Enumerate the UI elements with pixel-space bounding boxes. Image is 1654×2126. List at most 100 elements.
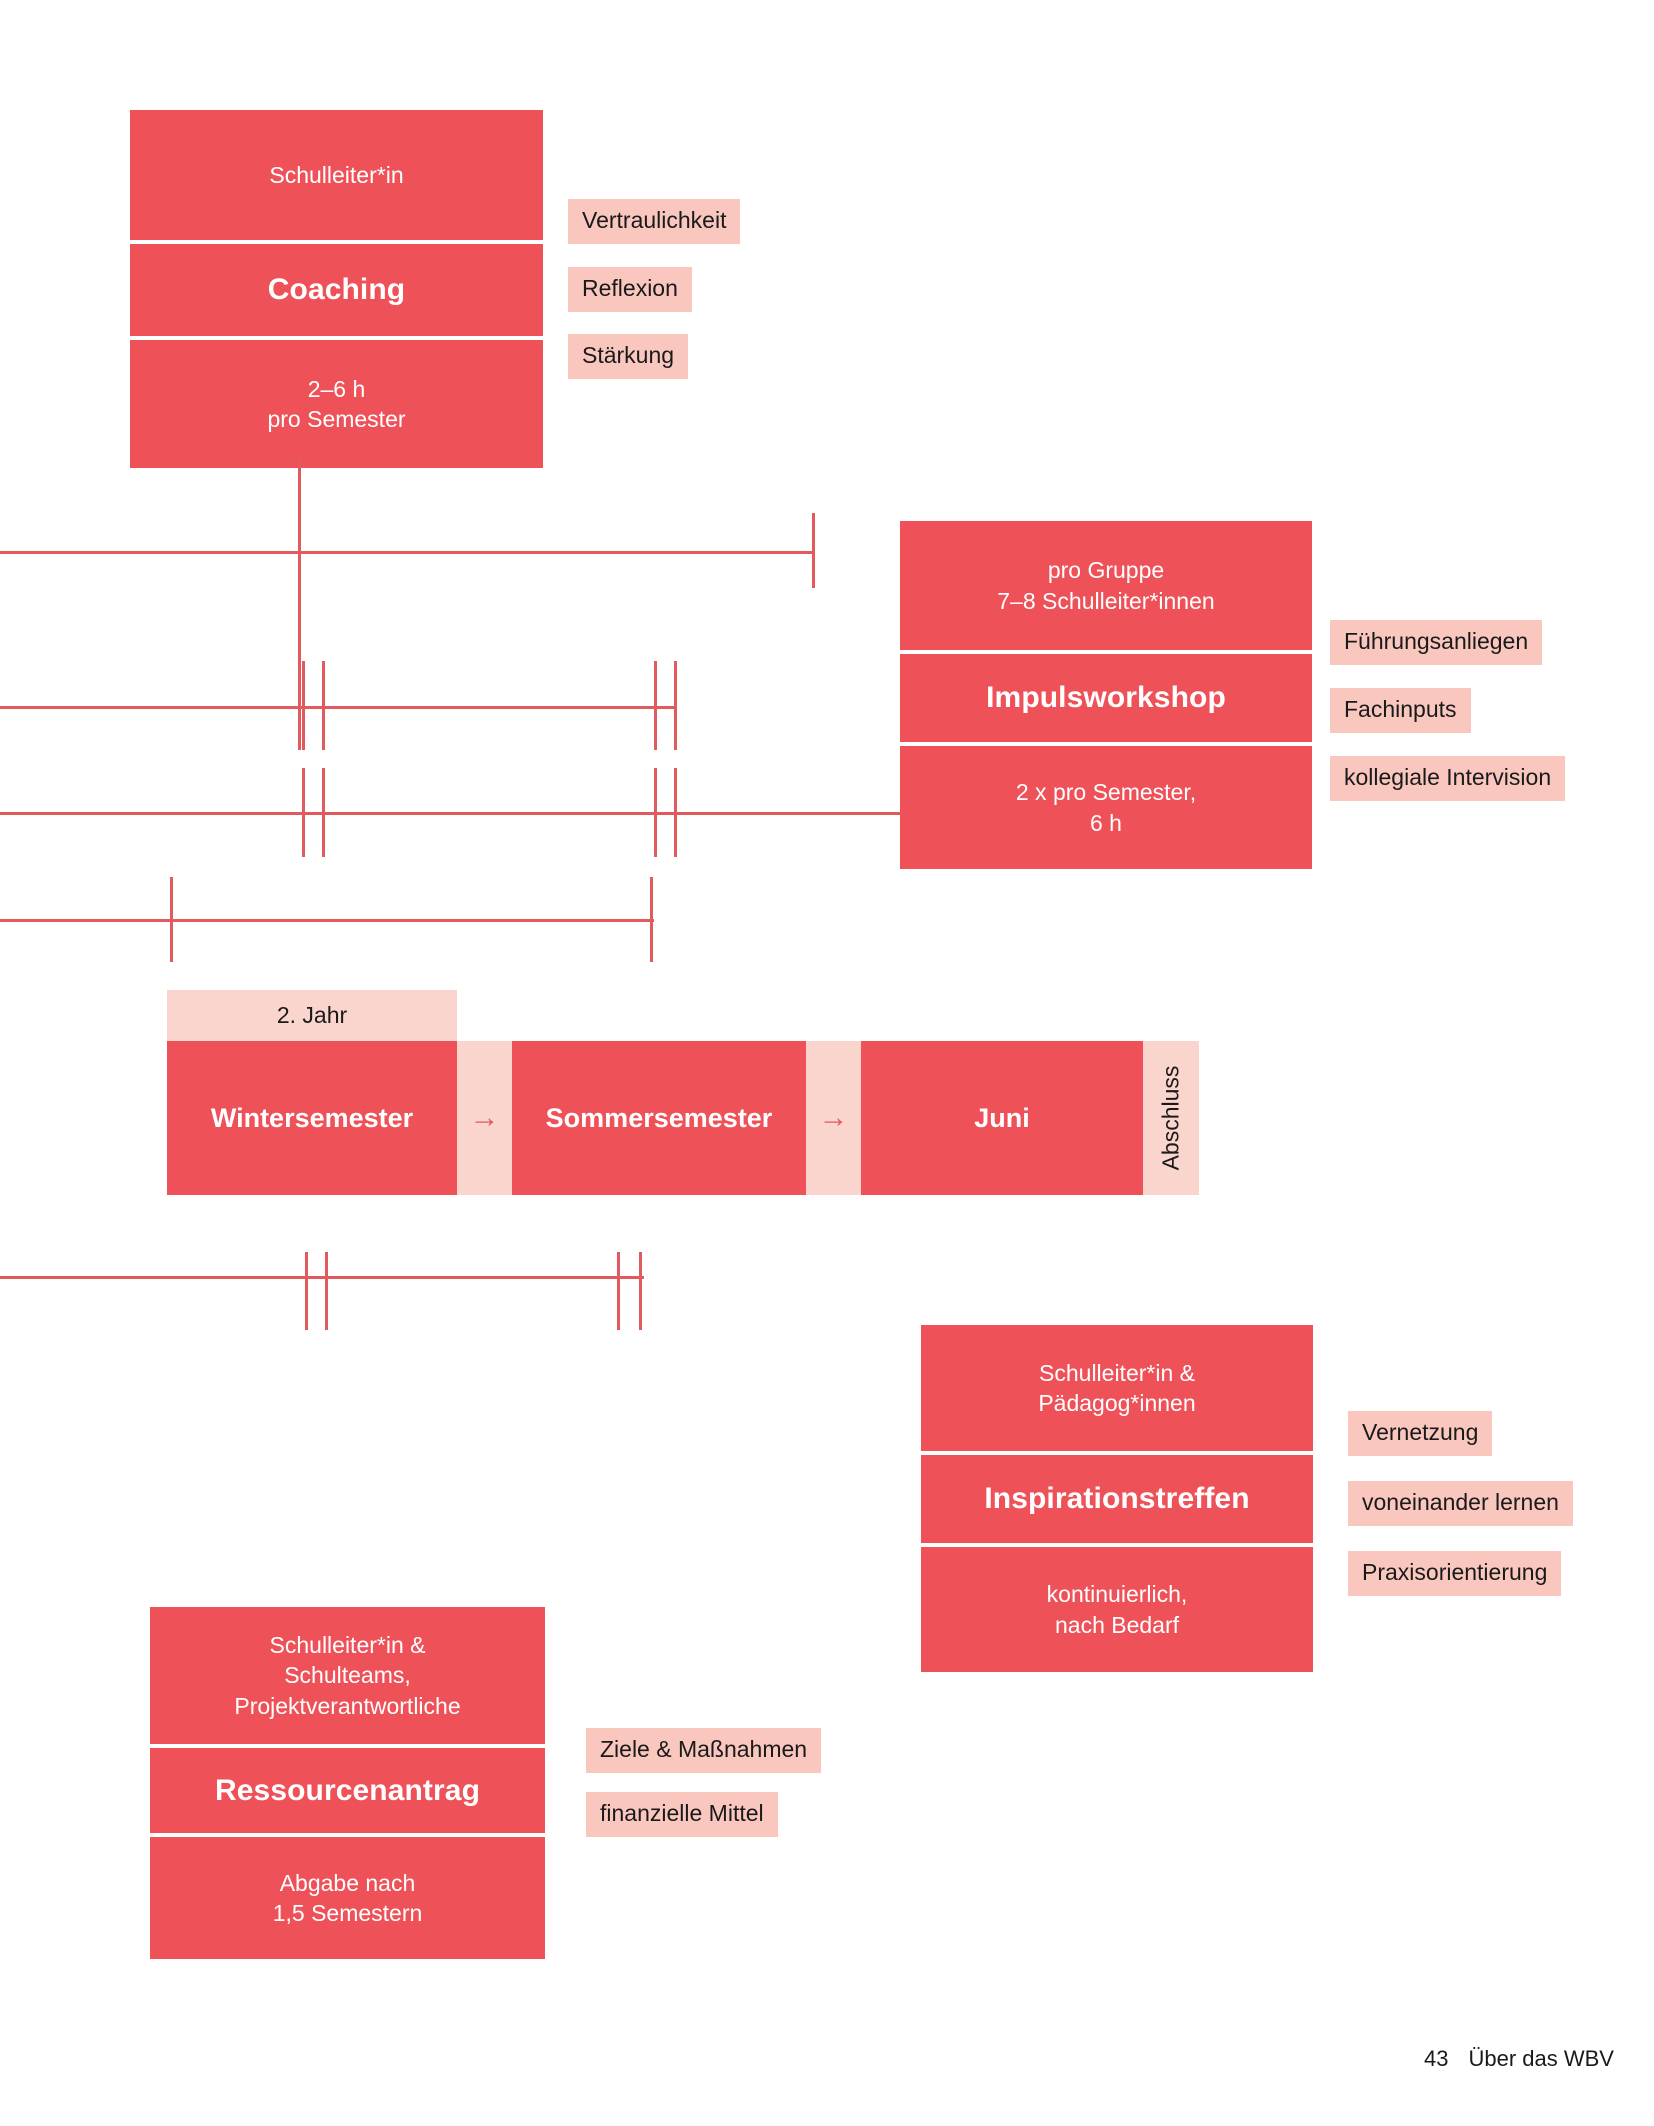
impulsworkshop-frequency-line1: 2 x pro Semester, [1015,779,1197,806]
footer-section-label: Über das WBV [1468,2046,1614,2071]
tag-ressourcenantrag-1: Ziele & Maßnahmen [586,1728,822,1773]
coaching-title: Coaching [130,244,543,336]
timeline-tick-2d [674,661,677,750]
tag-label: voneinander lernen [1362,1489,1559,1515]
coaching-audience: Schulleiter*in [130,110,543,240]
tag-coaching-2: Reflexion [568,267,692,312]
timeline-tick-1a [812,513,815,588]
divider [900,650,1312,654]
timeline-tick-2a [302,661,305,750]
ressourcenantrag-deadline-line2: 1,5 Semestern [272,1900,423,1926]
impulsworkshop-audience-line2: 7–8 Schulleiter*innen [997,587,1215,614]
tag-ressourcenantrag-2: finanzielle Mittel [586,1792,778,1837]
year-label-2: 2. Jahr [167,990,457,1041]
tag-impulsworkshop-3: kollegiale Intervision [1330,756,1566,801]
inspirationstreffen-frequency: kontinuierlich, nach Bedarf [921,1547,1313,1672]
ressourcenantrag-deadline: Abgabe nach 1,5 Semestern [150,1837,545,1959]
page-footer: 43 Über das WBV [1424,2046,1614,2072]
phase-label: Juni [974,1102,1030,1133]
divider [130,336,543,340]
inspirationstreffen-title: Inspirationstreffen [921,1455,1313,1543]
phase-label: Sommersemester [545,1102,773,1133]
coaching-title-text: Coaching [267,273,406,306]
tag-label: Reflexion [582,275,678,301]
timeline-tick-4b [650,877,653,962]
ressourcenantrag-audience-line2: Schulteams, [284,1662,411,1689]
timeline-rule-5 [0,1276,644,1279]
phase-wintersemester[interactable]: Wintersemester [167,1041,457,1195]
divider [921,1543,1313,1547]
module-card-impulsworkshop[interactable]: pro Gruppe 7–8 Schulleiter*innen Impulsw… [900,521,1312,869]
inspirationstreffen-audience: Schulleiter*in & Pädagog*innen [921,1325,1313,1451]
abschluss-label: Abschluss [1157,1065,1184,1171]
tag-inspirationstreffen-3: Praxisorientierung [1348,1551,1562,1596]
tag-coaching-1: Vertraulichkeit [568,199,741,244]
ressourcenantrag-audience-line1: Schulleiter*in & [269,1631,426,1658]
tag-label: Führungsanliegen [1344,628,1529,654]
tag-inspirationstreffen-2: voneinander lernen [1348,1481,1573,1526]
timeline-tick-2b [322,661,325,750]
ressourcenantrag-audience: Schulleiter*in & Schulteams, Projektvera… [150,1607,545,1744]
inspirationstreffen-audience-line1: Schulleiter*in & [1039,1359,1195,1386]
timeline-tick-5b [325,1252,328,1330]
impulsworkshop-title: Impulsworkshop [900,654,1312,742]
tag-inspirationstreffen-1: Vernetzung [1348,1411,1493,1456]
impulsworkshop-audience: pro Gruppe 7–8 Schulleiter*innen [900,521,1312,650]
timeline-tick-2c [654,661,657,750]
ressourcenantrag-deadline-line1: Abgabe nach [279,1869,416,1896]
module-card-ressourcenantrag[interactable]: Schulleiter*in & Schulteams, Projektvera… [150,1607,545,1959]
timeline-tick-5d [639,1252,642,1330]
phase-abschluss: Abschluss [1143,1041,1199,1195]
coaching-audience-text: Schulleiter*in [269,161,404,188]
impulsworkshop-title-text: Impulsworkshop [986,681,1226,714]
tag-label: Fachinputs [1344,696,1457,722]
connector-coaching [298,460,301,750]
phase-sommersemester[interactable]: Sommersemester [512,1041,806,1195]
tag-label: finanzielle Mittel [600,1800,764,1826]
module-card-inspirationstreffen[interactable]: Schulleiter*in & Pädagog*innen Inspirati… [921,1325,1313,1672]
divider [900,742,1312,746]
tag-label: Vertraulichkeit [582,207,727,233]
ressourcenantrag-title-text: Ressourcenantrag [214,1773,481,1807]
divider [150,1744,545,1748]
timeline-tick-3c [654,768,657,857]
impulsworkshop-audience-line1: pro Gruppe [1047,557,1165,584]
ressourcenantrag-audience-line3: Projektverantwortliche [234,1692,461,1719]
arrow-right-icon: → [469,1101,500,1134]
footer-page-number: 43 [1424,2046,1449,2071]
divider [130,240,543,244]
timeline-tick-4a [170,877,173,962]
coaching-duration: 2–6 h pro Semester [130,340,543,468]
impulsworkshop-frequency: 2 x pro Semester, 6 h [900,746,1312,869]
tag-label: Stärkung [582,342,675,368]
divider [921,1451,1313,1455]
timeline-tick-3d [674,768,677,857]
tag-label: Praxisorientierung [1362,1559,1548,1585]
timeline-tick-5c [617,1252,620,1330]
ressourcenantrag-title: Ressourcenantrag [150,1748,545,1833]
arrow-right-icon: → [818,1101,849,1134]
tag-label: Vernetzung [1362,1419,1479,1445]
timeline-rule-3 [0,812,905,815]
inspirationstreffen-audience-line2: Pädagog*innen [1038,1390,1196,1416]
impulsworkshop-frequency-line2: 6 h [1090,809,1122,836]
divider [150,1833,545,1837]
phase-arrow-1: → [457,1041,512,1195]
year-label-text: 2. Jahr [276,1002,348,1028]
tag-label: Ziele & Maßnahmen [600,1736,808,1762]
timeline-rule-4 [0,919,654,922]
module-card-coaching[interactable]: Schulleiter*in Coaching 2–6 h pro Semest… [130,110,543,468]
inspirationstreffen-frequency-line1: kontinuierlich, [1046,1581,1188,1608]
tag-label: kollegiale Intervision [1344,764,1552,790]
inspirationstreffen-title-text: Inspirationstreffen [984,1482,1250,1515]
timeline-tick-5a [305,1252,308,1330]
phase-juni[interactable]: Juni [861,1041,1143,1195]
timeline-rule-1 [0,551,815,554]
phase-label: Wintersemester [210,1102,414,1133]
timeline-rule-2 [0,706,676,709]
phase-arrow-2: → [806,1041,861,1195]
tag-impulsworkshop-2: Fachinputs [1330,688,1471,733]
timeline-tick-3a [302,768,305,857]
tag-coaching-3: Stärkung [568,334,689,379]
